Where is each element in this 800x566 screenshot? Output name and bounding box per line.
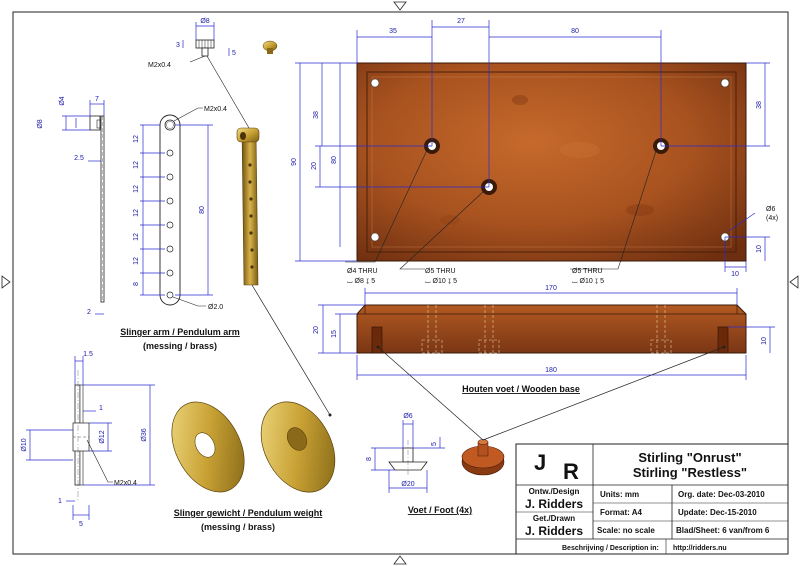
note-hole1-counterbore: ⌴ Ø8 ↧ 5 bbox=[347, 278, 375, 285]
label-wooden-base: Houten voet / Wooden base bbox=[462, 384, 580, 394]
dim-weight-1: 1 bbox=[99, 405, 103, 412]
dim-arm-25: 2.5 bbox=[74, 155, 84, 162]
title-line-1: Stirling "Onrust" bbox=[638, 450, 741, 465]
thumb-screw-3d bbox=[262, 40, 278, 54]
label-pendulum-weight: Slinger gewicht / Pendulum weight bbox=[174, 508, 323, 518]
note-corner-diameter: Ø6 bbox=[766, 206, 775, 213]
frame-marker-left bbox=[1, 275, 11, 289]
dim-weight-12: Ø12 bbox=[99, 430, 106, 443]
dim-foot-20: Ø20 bbox=[401, 481, 414, 488]
dim-arm-4: Ø4 bbox=[59, 96, 66, 105]
dim-pin-5: 5 bbox=[232, 50, 236, 57]
dim-pin-8: Ø8 bbox=[200, 18, 209, 25]
dim-foot-5: 5 bbox=[431, 442, 438, 446]
label-pendulum-weight-material: (messing / brass) bbox=[201, 522, 275, 532]
base-top-dimensions bbox=[295, 20, 770, 272]
sheet-number: Blad/Sheet: 6 van/from 6 bbox=[676, 526, 770, 535]
dim-base-10b: 10 bbox=[731, 271, 739, 278]
logo-letter-r: R bbox=[563, 459, 579, 484]
label-pendulum-arm-material: (messing / brass) bbox=[143, 341, 217, 351]
scale: Scale: no scale bbox=[597, 526, 655, 535]
org-date: Org. date: Dec-03-2010 bbox=[678, 490, 765, 499]
dim-weight-5: 5 bbox=[79, 521, 83, 528]
dim-base-38l: 38 bbox=[313, 111, 320, 119]
dim-arm-12f: 12 bbox=[133, 257, 140, 265]
design-name: J. Ridders bbox=[525, 497, 583, 511]
note-hole1-thru: Ø4 THRU bbox=[347, 268, 378, 275]
pendulum-arm-3d bbox=[206, 55, 332, 417]
dim-arm-8: Ø8 bbox=[37, 119, 44, 128]
note-hole2-thru: Ø5 THRU bbox=[425, 268, 456, 275]
design-label: Ontw./Design bbox=[529, 487, 580, 496]
dim-arm-2: 2 bbox=[87, 309, 91, 316]
units: Units: mm bbox=[600, 490, 639, 499]
note-hole2-counterbore: ⌴ Ø10 ↧ 5 bbox=[425, 278, 457, 285]
label-foot: Voet / Foot (4x) bbox=[408, 505, 472, 515]
label-pendulum-arm: Slinger arm / Pendulum arm bbox=[120, 327, 240, 337]
wooden-base-side-view bbox=[356, 304, 747, 354]
format: Format: A4 bbox=[600, 508, 642, 517]
dim-weight-36: Ø36 bbox=[141, 428, 148, 441]
base-side-dimensions bbox=[318, 288, 775, 380]
pendulum-weight-section bbox=[26, 356, 155, 520]
foot-drawing bbox=[371, 420, 445, 493]
dim-side-10: 10 bbox=[761, 337, 768, 345]
dim-arm-80: 80 bbox=[199, 206, 206, 214]
dim-side-180: 180 bbox=[545, 367, 557, 374]
dim-base-80: 80 bbox=[571, 28, 579, 35]
note-hole3-counterbore: ⌴ Ø10 ↧ 5 bbox=[572, 278, 604, 285]
sheet-border bbox=[12, 11, 789, 555]
dim-base-27: 27 bbox=[457, 18, 465, 25]
title-line-2: Stirling "Restless" bbox=[633, 465, 747, 480]
dim-foot-8: 8 bbox=[366, 457, 373, 461]
dim-side-170: 170 bbox=[545, 285, 557, 292]
dim-base-35: 35 bbox=[389, 28, 397, 35]
logo-letter-j: J bbox=[534, 450, 546, 475]
update-date: Update: Dec-15-2010 bbox=[678, 508, 757, 517]
dim-arm-12e: 12 bbox=[133, 233, 140, 241]
dim-arm-12a: 12 bbox=[133, 135, 140, 143]
dim-pin-3: 3 bbox=[176, 42, 180, 49]
dim-weight-15: 1.5 bbox=[83, 351, 93, 358]
dim-weight-10: Ø10 bbox=[21, 438, 28, 451]
dim-arm-8b: 8 bbox=[133, 282, 140, 286]
note-thread-top: M2x0.4 bbox=[148, 62, 171, 69]
pendulum-arm-front-view bbox=[140, 107, 213, 307]
frame-marker-bottom bbox=[393, 555, 407, 565]
note-thread-arm: M2x0.4 bbox=[204, 106, 227, 113]
frame-marker-right bbox=[789, 275, 799, 289]
dim-base-38r: 38 bbox=[756, 101, 763, 109]
dim-side-20: 20 bbox=[313, 326, 320, 334]
dim-arm-12d: 12 bbox=[133, 209, 140, 217]
dim-base-10a: 10 bbox=[756, 245, 763, 253]
dim-base-20: 20 bbox=[311, 162, 318, 170]
note-hole3-thru: Ø5 THRU bbox=[572, 268, 603, 275]
pendulum-weight-3d bbox=[171, 401, 336, 493]
pendulum-arm-side-profile bbox=[62, 100, 105, 315]
foot-3d bbox=[376, 345, 726, 476]
dim-side-15: 15 bbox=[331, 330, 338, 338]
thumb-screw-detail bbox=[182, 22, 230, 63]
drawn-label: Get./Drawn bbox=[533, 514, 575, 523]
dim-base-80v: 80 bbox=[331, 156, 338, 164]
drawn-name: J. Ridders bbox=[525, 524, 583, 538]
dim-base-90: 90 bbox=[291, 158, 298, 166]
hole-leaders bbox=[345, 149, 657, 270]
wooden-base-top-view bbox=[356, 62, 747, 262]
note-thread-weight: M2x0.4 bbox=[114, 480, 137, 487]
note-corner-count: (4x) bbox=[766, 215, 778, 222]
frame-marker-top bbox=[393, 1, 407, 11]
note-arm-hole: Ø2.0 bbox=[208, 304, 223, 311]
website-url: http://ridders.nu bbox=[673, 545, 727, 552]
dim-arm-7: 7 bbox=[95, 96, 99, 103]
dim-arm-12c: 12 bbox=[133, 185, 140, 193]
title-block bbox=[515, 443, 789, 555]
dim-weight-1b: 1 bbox=[58, 498, 62, 505]
dim-arm-12b: 12 bbox=[133, 161, 140, 169]
description-label: Beschrijving / Description in: bbox=[562, 545, 659, 552]
dim-foot-6: Ø6 bbox=[403, 413, 412, 420]
